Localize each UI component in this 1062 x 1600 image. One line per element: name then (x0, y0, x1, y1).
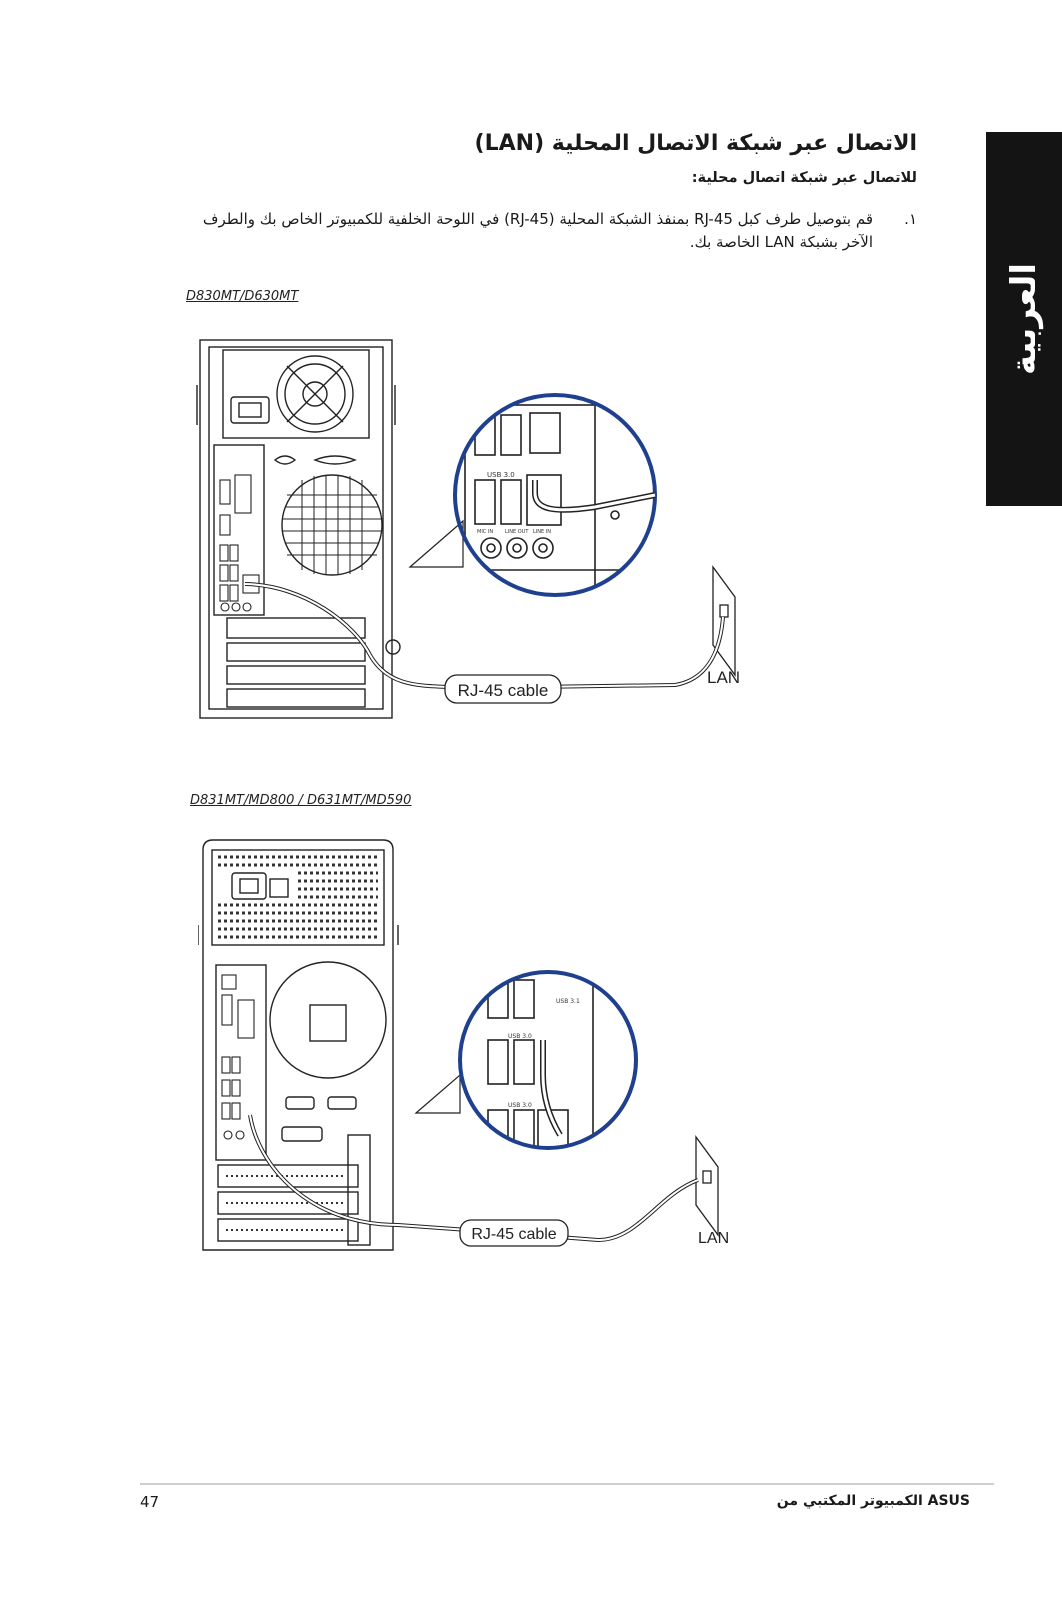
figure-2-port-label-usb31: USB 3.1 (556, 998, 580, 1005)
instruction-step: ١. قم بتوصيل طرف كبل RJ-45 بمنفذ الشبكة … (177, 208, 917, 254)
figure-2-lan-label: LAN (698, 1230, 729, 1247)
figure-1-port-label-lineout: LINE OUT (505, 529, 529, 535)
figure-1-cable-label-box (444, 674, 562, 704)
figure-1-tower-rear (196, 339, 401, 719)
figure-1-io-ports (219, 474, 260, 612)
figure-2-io-ports (221, 974, 255, 1140)
footer-divider (140, 1483, 994, 1485)
figure-1-port-label-mic: MIC IN (477, 529, 493, 535)
figure-2-slot-perforations (226, 1175, 343, 1231)
figure-2-tower-rear (198, 839, 399, 1251)
language-tab-label: العربية (1004, 262, 1044, 376)
figure-1-cable-label: RJ-45 cable (458, 681, 549, 700)
figure-1-port-label-linein: LINE IN (533, 529, 551, 535)
figure-1-diagram: USB 3.0 MIC IN LINE OUT LINE IN RJ-45 ca… (196, 339, 740, 719)
language-tab: العربية (986, 132, 1062, 506)
figure-1-port-label-usb: USB 3.0 (487, 471, 515, 479)
figure-1-fan-grille (283, 475, 381, 575)
figure-1-rj45-cable (244, 582, 725, 691)
section-subtitle: للاتصال عبر شبكة اتصال محلية: (691, 170, 917, 186)
figure-2-port-label-usb30-a: USB 3.0 (508, 1033, 532, 1040)
figure-2-model-label: D831MT/MD800 / D631MT/MD590 (190, 793, 412, 808)
figure-2-port-label-usb30-b: USB 3.0 (508, 1102, 532, 1109)
figure-2-top-grille (218, 855, 378, 939)
section-title: الاتصال عبر شبكة الاتصال المحلية (LAN) (474, 131, 917, 156)
figure-2-cable-label-box (459, 1219, 569, 1247)
figure-2-cable-label: RJ-45 cable (471, 1226, 556, 1243)
figure-1-lan-label: LAN (707, 668, 740, 687)
step-text: قم بتوصيل طرف كبل RJ-45 بمنفذ الشبكة الم… (202, 210, 873, 251)
step-number: ١. (904, 210, 917, 228)
figure-1-zoom-inset: USB 3.0 MIC IN LINE OUT LINE IN (453, 393, 657, 597)
page-number: 47 (140, 1493, 160, 1511)
footer-brand: ASUS الكمبيوتر المكتبي من (776, 1493, 970, 1509)
figure-2-zoom-inset: USB 3.1 USB 3.0 USB 3.0 (458, 970, 638, 1150)
figure-1-model-label: D830MT/D630MT (186, 289, 299, 304)
figure-1-zoom-pointer (408, 519, 464, 568)
figure-2-zoom-pointer (414, 1073, 461, 1114)
figure-2-diagram: USB 3.1 USB 3.0 USB 3.0 RJ-45 cable LAN (198, 839, 729, 1251)
figure-2-wall-outlet (695, 1135, 719, 1237)
